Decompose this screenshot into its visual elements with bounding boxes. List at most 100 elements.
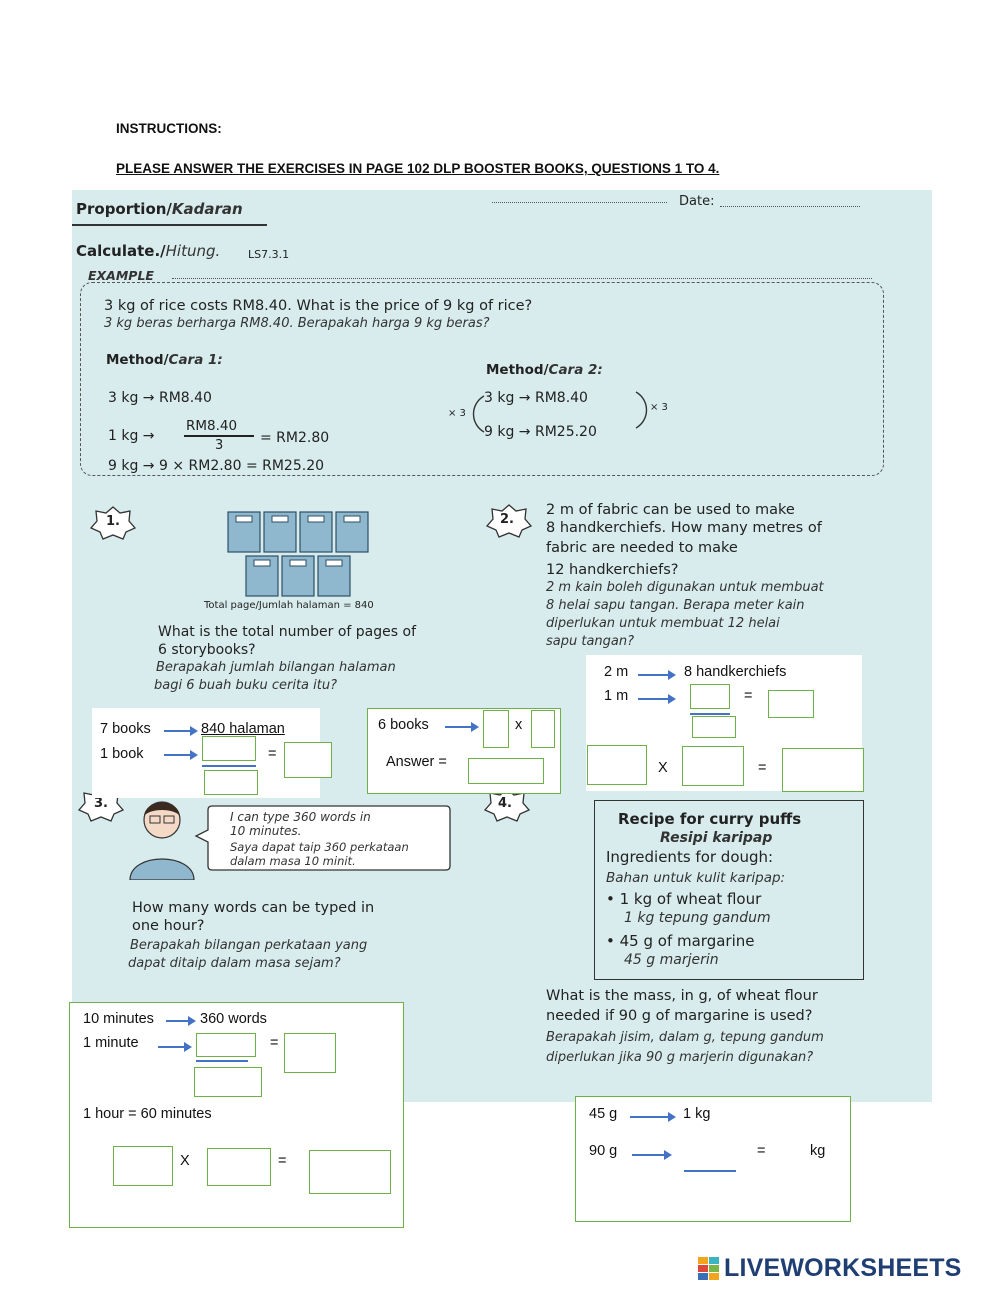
method1-line2a: 1 kg → [108,428,155,444]
q2-unit-quantity: 1 m [604,688,629,704]
q2-unit-result-input[interactable] [768,690,814,718]
q3-equals: = [270,1035,279,1051]
title-rule [72,224,267,226]
q1-times: x [515,717,523,733]
q1-question-en-2: 6 storybooks? [158,642,256,658]
recipe-title: Recipe for curry puffs [618,810,802,828]
q2-multiplier-input[interactable] [587,745,647,785]
q4-given-value: 1 kg [683,1106,711,1122]
recipe-ingredients-ms: Bahan untuk kulit karipap: [606,870,786,886]
q3-multiplier-input[interactable] [113,1146,173,1186]
method1-line1: 3 kg → RM8.40 [108,390,212,406]
q2-given-quantity: 2 m [604,664,629,680]
recipe-box [594,800,864,980]
q1-target-quantity: 6 books [378,717,429,733]
recipe-item-2-ms: 45 g marjerin [624,952,719,968]
q4-given-quantity: 45 g [589,1106,618,1122]
q4-badge-icon [484,788,530,822]
method2-label: Method/Cara 2: [486,362,603,378]
method2-line2: 9 kg → RM25.20 [484,424,597,440]
q4-answer-line[interactable] [684,1170,736,1172]
q3-fraction-bar [196,1060,248,1062]
q3-unit-quantity: 1 minute [83,1035,139,1051]
q2-fraction-bar [690,713,730,715]
q4-question-en-2: needed if 90 g of margarine is used? [546,1008,813,1024]
method2-right-factor: × 3 [650,402,668,413]
q4-number: 4. [498,796,512,811]
person-icon [129,801,195,880]
q2-question-ms-4: sapu tangan? [546,634,635,649]
q4-question-en-1: What is the mass, in g, of wheat flour [546,988,818,1004]
q1-question-en-1: What is the total number of pages of [158,624,416,640]
q2-answer-input[interactable] [782,748,864,792]
method2-right-arc [635,391,648,429]
recipe-item-1-ms: 1 kg tepung gandum [624,910,771,926]
q1-unit-quantity: 1 book [100,746,144,762]
q4-arrow-1 [630,1112,676,1122]
example-label: EXAMPLE [88,268,154,283]
q3-times: X [180,1153,190,1169]
q1-denominator-input[interactable] [204,770,258,795]
q3-arrow-2 [158,1042,192,1052]
q1-answer-label: Answer = [386,754,447,770]
bubble-line-2: 10 minutes. [230,824,302,838]
q3-denominator-input[interactable] [194,1067,262,1097]
q2-question-ms-3: diperlukan untuk membuat 12 helai [546,616,780,631]
q1-arrow-1 [164,726,198,736]
q3-conversion: 1 hour = 60 minutes [83,1106,212,1122]
speech-bubble [194,805,451,871]
q2-badge-icon [486,504,532,538]
example-line [172,278,872,279]
q2-times: X [658,760,668,776]
q2-numerator-input[interactable] [690,684,730,709]
q2-arrow-1 [638,670,676,680]
method1-label: Method/Cara 1: [106,352,223,368]
q2-question-en-4: 12 handkerchiefs? [546,562,679,578]
instructions-heading: INSTRUCTIONS: [116,121,222,136]
q3-answer-input[interactable] [309,1150,391,1194]
q1-answer-input[interactable] [468,758,544,784]
sheet-title: Proportion/Kadaran [76,200,243,218]
liveworksheets-brand: LIVEWORKSHEETS [724,1254,962,1282]
q3-question-en-2: one hour? [132,918,205,934]
calculate-label: Calculate./Hitung. [76,242,221,260]
q2-multiplicand-input[interactable] [682,746,744,786]
q1-multiplier-input[interactable] [483,710,509,748]
q3-question-ms-2: dapat ditaip dalam masa sejam? [128,956,341,971]
q4-target-quantity: 90 g [589,1143,618,1159]
q3-numerator-input[interactable] [196,1033,256,1057]
skill-code: LS7.3.1 [248,248,290,261]
q1-unit-result-input[interactable] [284,742,332,778]
method1-numerator: RM8.40 [186,418,238,434]
q3-question-en-1: How many words can be typed in [132,900,375,916]
method2-left-arc [472,395,485,433]
q1-badge-icon [90,506,136,540]
q1-given-value: 840 halaman [201,721,285,737]
q1-fraction-bar [202,765,256,767]
q2-question-en-3: fabric are needed to make [546,540,738,556]
example-question-ms: 3 kg beras berharga RM8.40. Berapakah ha… [104,316,490,331]
bubble-line-1: I can type 360 words in [230,810,371,824]
q2-equals: = [744,688,753,704]
q3-multiplicand-input[interactable] [207,1148,271,1186]
q2-denominator-input[interactable] [692,716,736,738]
q4-arrow-2 [632,1150,672,1160]
bubble-line-3: Saya dapat taip 360 perkataan [230,840,409,854]
q1-given-quantity: 7 books [100,721,151,737]
method2-line1: 3 kg → RM8.40 [484,390,588,406]
example-question-en: 3 kg of rice costs RM8.40. What is the p… [104,298,533,314]
q2-question-ms-2: 8 helai sapu tangan. Berapa meter kain [546,598,805,613]
q2-question-en-1: 2 m of fabric can be used to make [546,502,795,518]
liveworksheets-logo: LIVEWORKSHEETS [698,1254,962,1283]
q4-answer-panel [575,1096,851,1222]
q3-given-quantity: 10 minutes [83,1011,154,1027]
q3-unit-result-input[interactable] [284,1033,336,1073]
q1-numerator-input[interactable] [202,736,256,761]
q2-question-en-2: 8 handkerchiefs. How many metres of [546,520,822,536]
recipe-ingredients: Ingredients for dough: [606,848,774,866]
q3-equals-2: = [278,1153,287,1169]
method1-denominator: 3 [215,438,224,453]
q4-question-ms-2: diperlukan jika 90 g marjerin digunakan? [546,1050,814,1065]
q1-multiplicand-input[interactable] [531,710,555,748]
q3-number: 3. [94,796,108,811]
